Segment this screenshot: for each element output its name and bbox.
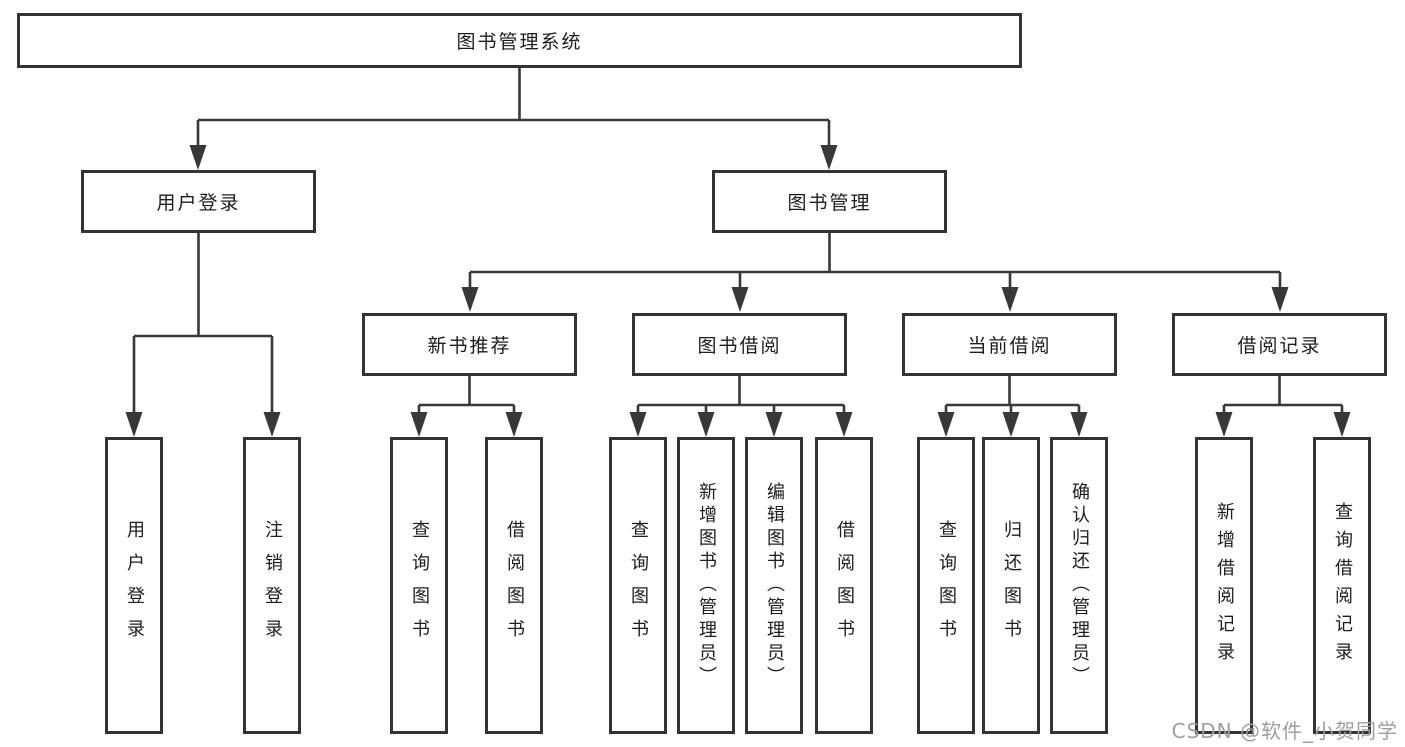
leaf-add-borrow-record: 新增借阅记录 [1195,437,1253,734]
node-borrow-records: 借阅记录 [1172,313,1387,376]
node-current-borrow: 当前借阅 [902,313,1117,376]
csdn-watermark: CSDN @软件_小贺同学 [1171,719,1398,743]
leaf-query-books-1: 查询图书 [390,437,448,734]
leaf-user-login: 用户登录 [105,437,163,734]
leaf-query-books-3: 查询图书 [917,437,975,734]
leaf-return-books: 归还图书 [982,437,1040,734]
leaf-add-books-admin: 新增图书（管理员） [677,437,735,734]
leaf-edit-books-admin: 编辑图书（管理员） [745,437,803,734]
leaf-confirm-return-admin: 确认归还（管理员） [1050,437,1108,734]
leaf-query-borrow-record: 查询借阅记录 [1313,437,1371,734]
node-user-login-module: 用户登录 [81,170,316,233]
leaf-query-books-2: 查询图书 [609,437,667,734]
node-book-borrow: 图书借阅 [632,313,847,376]
leaf-borrow-books-2: 借阅图书 [815,437,873,734]
arrowheads [125,145,1351,437]
node-root-system: 图书管理系统 [17,13,1022,68]
leaf-borrow-books-1: 借阅图书 [485,437,543,734]
leaf-logout: 注销登录 [243,437,301,734]
node-book-management-module: 图书管理 [712,170,947,233]
node-new-book-recommend: 新书推荐 [362,313,577,376]
